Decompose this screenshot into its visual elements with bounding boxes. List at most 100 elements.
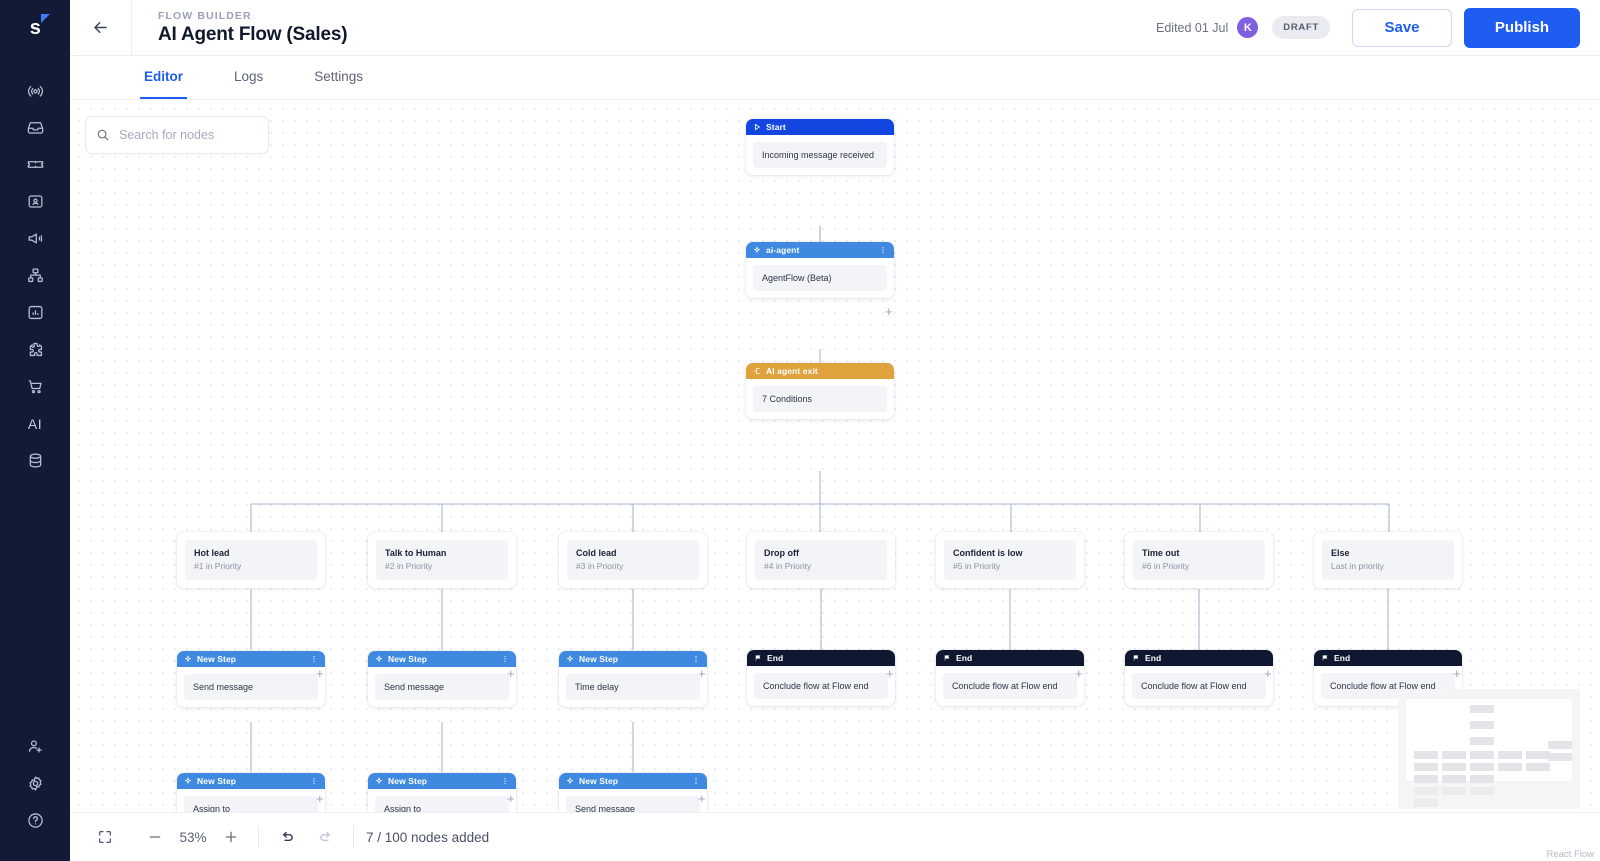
edited-timestamp: Edited 01 Jul xyxy=(1156,20,1229,35)
reactflow-attribution[interactable]: React Flow xyxy=(1546,849,1594,860)
sidebar-item-help[interactable] xyxy=(13,802,57,839)
add-node-plus[interactable]: + xyxy=(698,666,706,681)
avatar[interactable]: K xyxy=(1237,17,1259,38)
database-icon xyxy=(29,453,41,468)
kebab-menu-icon[interactable] xyxy=(501,777,509,785)
condition-title: Cold lead xyxy=(576,548,617,558)
flag-icon xyxy=(754,654,762,662)
node-end[interactable]: End Conclude flow at Flow end xyxy=(1125,650,1273,706)
node-field[interactable]: Send message xyxy=(375,674,509,700)
condition-inner: Cold lead #3 in Priority xyxy=(567,540,699,580)
logo-letter: s xyxy=(29,16,41,39)
node-start[interactable]: Start Incoming message received xyxy=(746,119,894,175)
node-header: AI agent exit xyxy=(746,363,894,379)
kebab-menu-icon[interactable] xyxy=(310,655,318,663)
node-field[interactable]: Send message xyxy=(184,674,318,700)
add-user-icon xyxy=(28,740,42,753)
kebab-menu-icon[interactable] xyxy=(692,777,700,785)
zoom-in-button[interactable] xyxy=(216,822,246,852)
sidebar-item-broadcast[interactable] xyxy=(13,72,57,109)
node-ai-agent[interactable]: ai-agent AgentFlow (Beta) xyxy=(746,242,894,298)
sidebar-item-tickets[interactable] xyxy=(13,146,57,183)
sidebar-item-data[interactable] xyxy=(13,442,57,479)
sparkle-icon xyxy=(566,777,574,785)
add-node-plus[interactable]: + xyxy=(885,304,893,319)
sidebar-item-campaigns[interactable] xyxy=(13,220,57,257)
minimap-node xyxy=(1470,721,1494,729)
search-nodes-box[interactable] xyxy=(85,116,269,154)
edge-layer xyxy=(250,226,1390,861)
search-input[interactable] xyxy=(119,128,251,142)
tab-logs[interactable]: Logs xyxy=(234,69,264,84)
node-ai-agent-exit[interactable]: AI agent exit 7 Conditions xyxy=(746,363,894,419)
sidebar-item-commerce[interactable] xyxy=(13,368,57,405)
node-step[interactable]: New Step Time delay xyxy=(559,651,707,707)
app-logo[interactable]: s xyxy=(0,0,70,56)
zoom-out-button[interactable] xyxy=(140,822,170,852)
node-field[interactable]: Conclude flow at Flow end xyxy=(754,673,888,699)
minimap[interactable] xyxy=(1398,689,1580,809)
add-node-plus[interactable]: + xyxy=(316,791,324,806)
tab-bar: Editor Logs Settings xyxy=(70,56,1600,100)
node-header: End xyxy=(747,650,895,666)
publish-button[interactable]: Publish xyxy=(1464,7,1580,48)
kebab-menu-icon[interactable] xyxy=(501,655,509,663)
tab-editor[interactable]: Editor xyxy=(140,69,187,99)
add-node-plus[interactable]: + xyxy=(507,666,515,681)
node-header-label: End xyxy=(956,653,973,663)
condition-card[interactable]: Confident is low #5 in Priority xyxy=(936,532,1084,588)
add-node-plus[interactable]: + xyxy=(1075,666,1083,681)
condition-card[interactable]: Talk to Human #2 in Priority xyxy=(368,532,516,588)
node-field[interactable]: Incoming message received xyxy=(753,142,887,168)
node-field[interactable]: Conclude flow at Flow end xyxy=(943,673,1077,699)
node-end[interactable]: End Conclude flow at Flow end xyxy=(936,650,1084,706)
add-node-plus[interactable]: + xyxy=(886,666,894,681)
redo-icon xyxy=(319,831,330,841)
back-button[interactable] xyxy=(70,0,132,56)
fit-view-button[interactable] xyxy=(90,822,120,852)
tab-settings[interactable]: Settings xyxy=(314,69,364,84)
kebab-menu-icon[interactable] xyxy=(879,246,887,254)
node-header: New Step xyxy=(559,651,707,667)
node-field[interactable]: 7 Conditions xyxy=(753,386,887,412)
add-node-plus[interactable]: + xyxy=(1264,666,1272,681)
node-field[interactable]: Time delay xyxy=(566,674,700,700)
add-node-plus[interactable]: + xyxy=(698,791,706,806)
condition-card[interactable]: Time out #6 in Priority xyxy=(1125,532,1273,588)
condition-title: Hot lead xyxy=(194,548,230,558)
sparkle-icon xyxy=(184,655,192,663)
sidebar-item-integrations[interactable] xyxy=(13,331,57,368)
sidebar-item-ai[interactable]: AI xyxy=(13,405,57,442)
add-node-plus[interactable]: + xyxy=(1453,666,1461,681)
node-end[interactable]: End Conclude flow at Flow end xyxy=(1314,650,1462,706)
condition-card[interactable]: Hot lead #1 in Priority xyxy=(177,532,325,588)
condition-card[interactable]: Cold lead #3 in Priority xyxy=(559,532,707,588)
sidebar-item-contacts[interactable] xyxy=(13,183,57,220)
sidebar-item-flows[interactable] xyxy=(13,257,57,294)
undo-button[interactable] xyxy=(271,822,301,852)
condition-card[interactable]: Drop off #4 in Priority xyxy=(747,532,895,588)
add-node-plus[interactable]: + xyxy=(316,666,324,681)
sidebar-item-invite[interactable] xyxy=(13,728,57,765)
node-body: Send message xyxy=(177,667,325,707)
sparkle-icon xyxy=(375,655,383,663)
redo-button[interactable] xyxy=(311,822,341,852)
node-end[interactable]: End Conclude flow at Flow end xyxy=(747,650,895,706)
add-node-plus[interactable]: + xyxy=(507,791,515,806)
condition-card[interactable]: Else Last in priority xyxy=(1314,532,1462,588)
node-field[interactable]: Conclude flow at Flow end xyxy=(1132,673,1266,699)
flow-canvas[interactable]: + + + + + + + + + + + + Start Incomin xyxy=(70,100,1600,861)
minimap-viewport[interactable] xyxy=(1406,699,1572,783)
node-header: End xyxy=(936,650,1084,666)
kebab-menu-icon[interactable] xyxy=(692,655,700,663)
sidebar-item-analytics[interactable] xyxy=(13,294,57,331)
sidebar-item-settings[interactable] xyxy=(13,765,57,802)
node-field[interactable]: AgentFlow (Beta) xyxy=(753,265,887,291)
node-step[interactable]: New Step Send message xyxy=(177,651,325,707)
rail-bottom-list xyxy=(0,728,70,839)
kebab-menu-icon[interactable] xyxy=(310,777,318,785)
analytics-icon xyxy=(28,305,42,320)
node-step[interactable]: New Step Send message xyxy=(368,651,516,707)
save-button[interactable]: Save xyxy=(1352,8,1452,47)
sidebar-item-inbox[interactable] xyxy=(13,109,57,146)
